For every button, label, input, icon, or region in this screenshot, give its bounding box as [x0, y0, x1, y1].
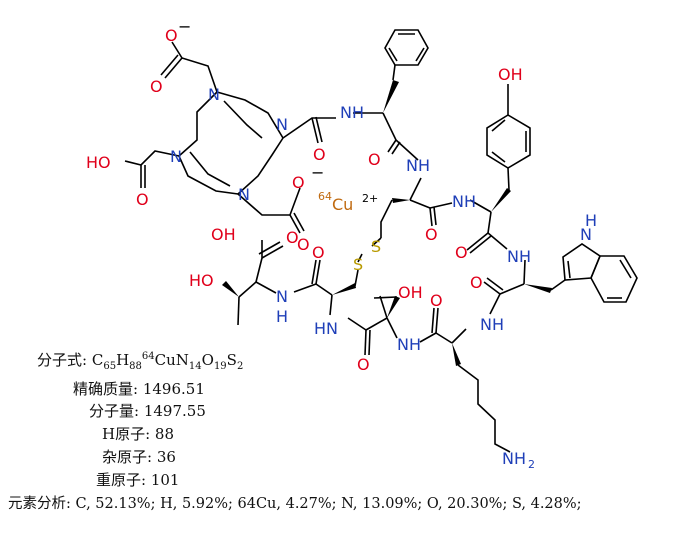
formula-element: C — [91, 351, 104, 369]
h-atoms-label: H原子: — [102, 425, 151, 443]
atom-n-ring-left: N — [170, 147, 182, 166]
hetero-atoms-row: 杂原子: 36 — [102, 446, 176, 467]
mol-weight-label: 分子量: — [89, 402, 140, 420]
formula-row: 分子式: C65H8864CuN14O19S2 — [37, 349, 243, 372]
atom-o-cys-bottom-carbonyl: O — [312, 243, 325, 262]
tryptophan-residue — [483, 243, 638, 315]
threonine-residue-inner — [347, 295, 400, 356]
atom-ho-acid: HO — [86, 153, 111, 172]
atom-nh2-lys: NH — [502, 449, 526, 468]
formula-count-sub: 65 — [103, 361, 117, 372]
formula-isotope-sup: 64 — [141, 351, 155, 362]
atom-o-carboxylate-bottom: O — [292, 173, 305, 192]
atom-cu: Cu — [332, 195, 353, 214]
mol-weight-value: 1497.55 — [143, 402, 206, 420]
threonine-residue-terminal — [222, 240, 284, 326]
elemental-label: 元素分析: — [8, 496, 71, 512]
lysine-residue — [419, 307, 511, 453]
atom-nh2-sub: 2 — [528, 458, 535, 471]
exact-mass-value: 1496.51 — [142, 380, 205, 398]
charge-minus-bottom: − — [311, 163, 324, 182]
cu-charge: 2+ — [362, 192, 378, 205]
atom-ho-thr-terminal: HO — [189, 271, 214, 290]
cysteine-residue-top — [380, 177, 453, 238]
atom-nh-tyr: NH — [452, 192, 476, 211]
atom-o-thr-carbonyl: O — [357, 355, 370, 374]
atom-o-amide-dota: O — [313, 145, 326, 164]
atom-hn-cys: HN — [314, 319, 338, 338]
formula-element: S — [226, 351, 237, 369]
atom-o-acid-terminal: O — [286, 228, 299, 247]
exact-mass-label: 精确质量: — [73, 380, 139, 398]
dota-macrocycle — [124, 41, 336, 234]
atom-o-acid-carbonyl: O — [136, 190, 149, 209]
h-atoms-value: 88 — [154, 425, 175, 443]
atom-nh-phe: NH — [340, 103, 364, 122]
formula-count-sub: 14 — [188, 361, 202, 372]
atom-n-thr-terminal: N — [276, 287, 288, 306]
atom-o-carboxylate-top: O — [165, 26, 178, 45]
formula-count-sub: 2 — [236, 361, 244, 372]
atom-n-ring-bottom: N — [238, 185, 250, 204]
formula-element: CuN — [154, 351, 189, 369]
h-atoms-row: H原子: 88 — [102, 423, 174, 444]
atom-nh-trp: NH — [507, 247, 531, 266]
atom-o-carbonyl-top: O — [150, 77, 163, 96]
phenylalanine-residue — [353, 29, 429, 161]
formula-value: C65H8864CuN14O19S2 — [91, 351, 244, 372]
formula-element: H — [116, 351, 130, 369]
atom-o-tyr-carbonyl: O — [455, 243, 468, 262]
cysteine-residue-bottom — [293, 259, 359, 316]
atom-n-ring-top: N — [208, 85, 220, 104]
atom-nh-thr: NH — [397, 335, 421, 354]
hetero-atoms-value: 36 — [156, 448, 176, 466]
heavy-atoms-row: 重原子: 101 — [96, 469, 179, 490]
elemental-row: 元素分析: C, 52.13%; H, 5.92%; 64Cu, 4.27%; … — [8, 492, 582, 513]
elemental-value: C, 52.13%; H, 5.92%; 64Cu, 4.27%; N, 13.… — [75, 496, 582, 512]
cu-isotope: 64 — [318, 190, 332, 203]
atom-h-indole: H — [585, 211, 597, 230]
atom-s-bottom: S — [353, 255, 363, 274]
charge-minus-top: − — [178, 17, 191, 36]
atom-s-top: S — [371, 237, 381, 256]
atom-h-thr-terminal: H — [276, 307, 288, 326]
atom-oh-tyr: OH — [498, 65, 523, 84]
formula-count-sub: 19 — [213, 361, 227, 372]
formula-count-sub: 88 — [129, 361, 142, 372]
mol-weight-row: 分子量: 1497.55 — [89, 400, 206, 421]
formula-element: O — [201, 351, 214, 369]
atom-o-cys-carbonyl: O — [425, 225, 438, 244]
atom-nh-cys: NH — [406, 156, 430, 175]
atom-nh-lys: NH — [480, 315, 504, 334]
atom-o-lys-carbonyl: O — [430, 291, 443, 310]
atom-oh-thr: OH — [398, 283, 423, 302]
tyrosine-residue — [466, 84, 531, 254]
atom-o-carbonyl-bottom: O — [297, 235, 310, 254]
heavy-atoms-label: 重原子: — [96, 471, 147, 489]
formula-label: 分子式: — [37, 351, 88, 369]
disulfide-bond — [357, 237, 382, 263]
exact-mass-row: 精确质量: 1496.51 — [73, 378, 205, 399]
atom-oh-acid-terminal: OH — [211, 225, 236, 244]
hetero-atoms-label: 杂原子: — [102, 448, 153, 466]
heavy-atoms-value: 101 — [150, 471, 180, 489]
atom-n-ring-right: N — [276, 115, 288, 134]
atom-o-trp-carbonyl: O — [470, 273, 483, 292]
atom-n-indole: N — [580, 225, 592, 244]
atom-labels: O − O N N N N HO O O NH O O − O 64 Cu 2+… — [86, 17, 597, 471]
atom-o-phe-carbonyl: O — [368, 150, 381, 169]
